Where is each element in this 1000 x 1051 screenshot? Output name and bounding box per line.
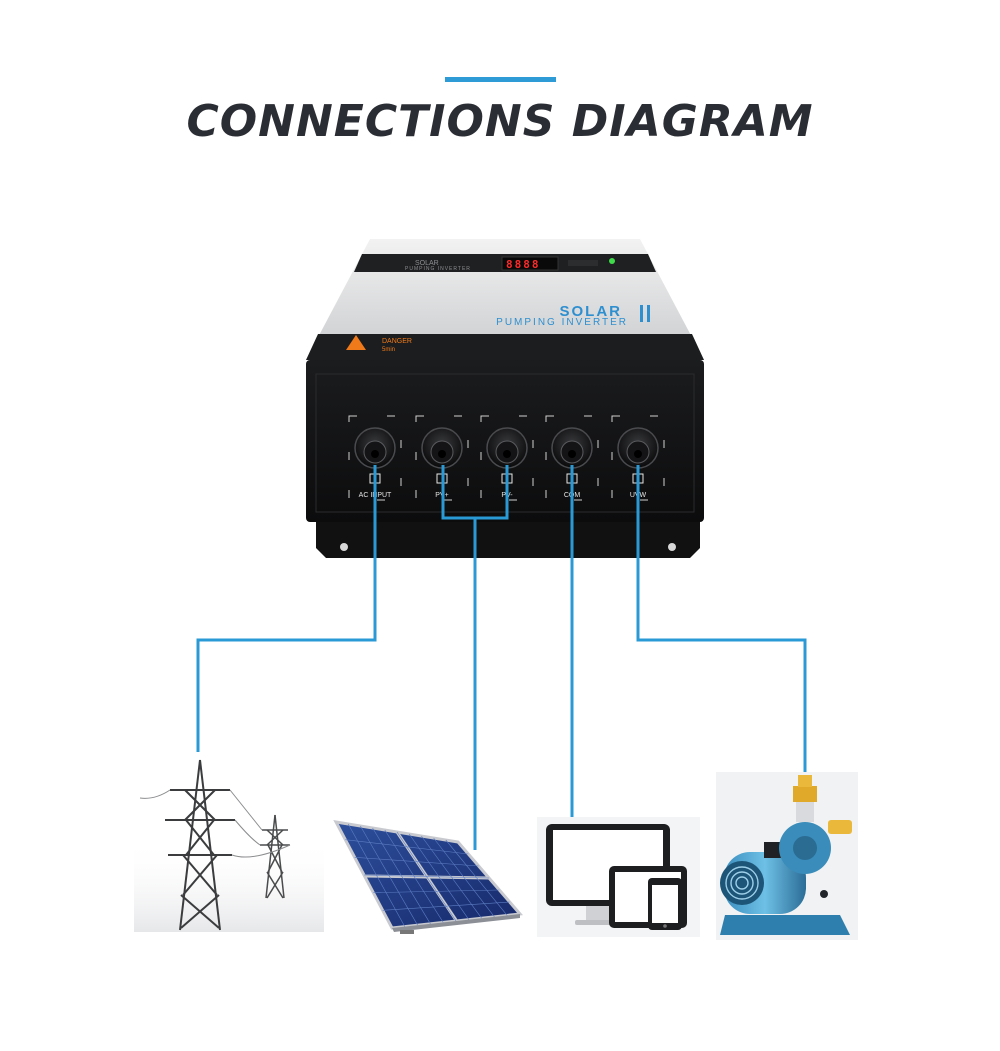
grid-ground xyxy=(134,840,324,932)
gland-hole xyxy=(568,450,576,458)
water-pump-illustration xyxy=(716,772,858,940)
pump-brass-top xyxy=(798,775,812,787)
fan-cover-ring xyxy=(725,866,759,900)
gland-hole xyxy=(371,450,379,458)
mounting-bracket xyxy=(316,520,700,558)
port-frame xyxy=(348,415,402,501)
pump-brass-fitting xyxy=(793,786,817,802)
panel-frame-edge xyxy=(392,914,520,932)
port-frame xyxy=(545,415,599,501)
page-title: CONNECTIONS DIAGRAM xyxy=(186,96,814,147)
panel-cell-line xyxy=(363,874,490,879)
solar-panel-illustration xyxy=(333,820,523,934)
port-pv-: PV- xyxy=(480,415,534,501)
lid-lower-band xyxy=(306,334,704,360)
pump-volute-center xyxy=(793,836,817,860)
inverter-device: SOLAR PUMPING INVERTER 8888 SOLAR PUMPIN… xyxy=(306,239,704,558)
warning-label: DANGER xyxy=(382,338,412,345)
warning-icon xyxy=(346,335,366,350)
port-frame xyxy=(415,415,469,501)
gland-hole xyxy=(438,450,446,458)
wire-ac-input xyxy=(196,465,377,752)
mount-hole-right xyxy=(668,543,676,551)
mount-hole-left xyxy=(340,543,348,551)
power-lines xyxy=(139,789,291,858)
port-frame xyxy=(480,415,534,501)
front-panel-frame xyxy=(315,373,695,513)
panel-cell-line xyxy=(382,901,510,911)
wire-pv-minus xyxy=(475,465,509,520)
pump-inlet-fitting xyxy=(828,820,852,834)
gland-hole xyxy=(634,450,642,458)
panel-cell-line xyxy=(354,857,479,867)
fan-cover-ring xyxy=(730,871,754,895)
gland-hole xyxy=(503,450,511,458)
lid-solar-text: SOLAR xyxy=(560,303,623,320)
connection-wires xyxy=(196,465,807,850)
lid-subtitle-text: PUMPING INVERTER xyxy=(496,317,628,328)
monitoring-devices-illustration xyxy=(537,817,700,937)
solar-panel-icon xyxy=(333,820,523,930)
lid-sub-text: PUMPING INVERTER xyxy=(405,266,471,272)
port-uvw: UVW xyxy=(611,415,665,501)
lid-stripe-b xyxy=(647,305,650,322)
phone-home-button xyxy=(663,924,667,928)
monitor-stand xyxy=(586,906,616,922)
status-led-icon xyxy=(609,258,615,264)
pump-outlet-pipe xyxy=(796,800,814,822)
transmission-tower-icon xyxy=(165,759,235,931)
fan-cover-ring xyxy=(735,876,749,890)
led-display-value: 8888 xyxy=(506,258,541,271)
pump-base-plate xyxy=(720,915,850,935)
phone-screen xyxy=(652,885,678,923)
lid-stripe-a xyxy=(640,305,643,322)
title-accent-bar xyxy=(445,77,556,82)
port-frame xyxy=(611,415,665,501)
panel-cell-line xyxy=(345,839,469,855)
panel-cell-line xyxy=(373,889,500,893)
control-buttons xyxy=(568,260,598,266)
panel-stand xyxy=(400,930,414,934)
pump-drain-bolt xyxy=(820,890,828,898)
wire-uvw xyxy=(636,465,807,772)
power-grid-illustration xyxy=(134,759,324,932)
lid-brand-text: SOLAR xyxy=(415,260,439,267)
wire-pv-plus xyxy=(441,465,475,520)
led-display xyxy=(501,256,559,271)
warning-sublabel: 5min xyxy=(382,347,395,353)
